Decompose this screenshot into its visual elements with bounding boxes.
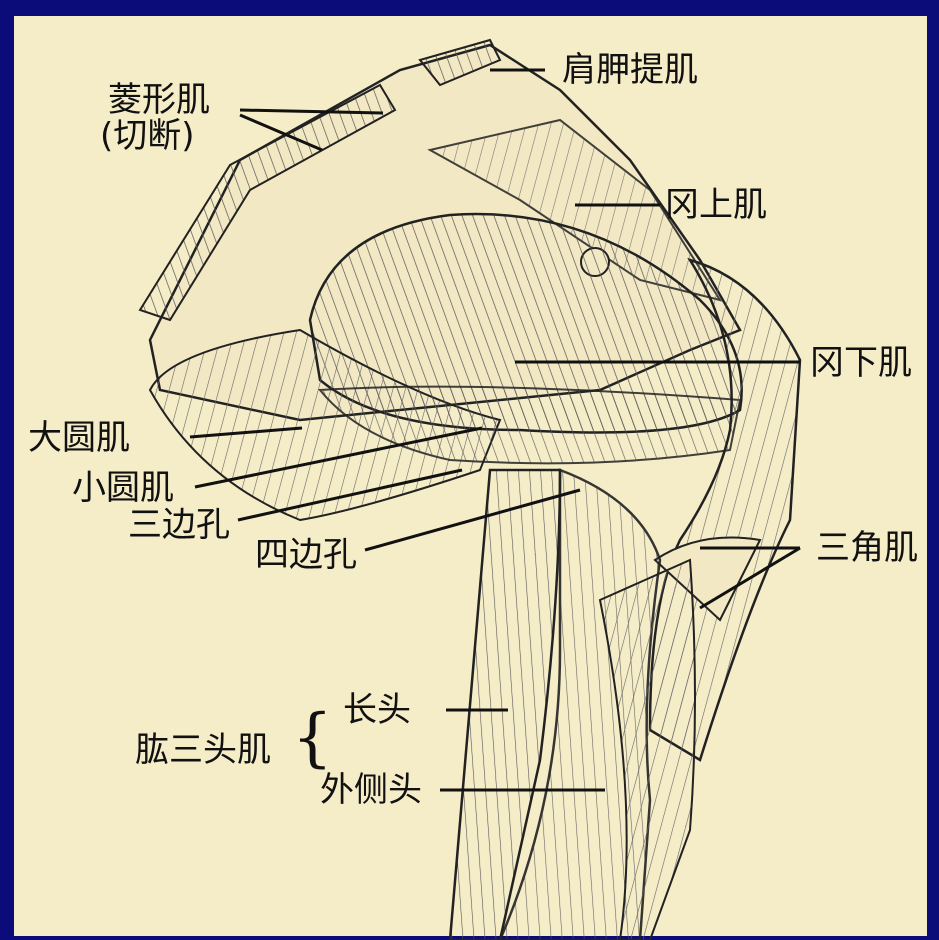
label-teres-minor: 小圆肌	[72, 470, 174, 506]
label-infraspinatus: 冈下肌	[810, 345, 912, 381]
label-triangular-space: 三边孔	[128, 507, 230, 543]
label-triceps: 肱三头肌	[135, 732, 271, 768]
label-lateral-head: 外侧头	[320, 772, 422, 808]
label-levator-scapulae: 肩胛提肌	[562, 52, 698, 88]
brace-icon: {	[292, 706, 333, 770]
label-deltoid: 三角肌	[816, 530, 918, 566]
label-rhomboid: 菱形肌	[108, 82, 210, 118]
label-quadrangular-space: 四边孔	[255, 537, 357, 573]
label-long-head: 长头	[343, 692, 411, 728]
label-supraspinatus: 冈上肌	[665, 187, 767, 223]
label-teres-major: 大圆肌	[28, 420, 130, 456]
label-rhomboid-cut: (切断)	[100, 118, 195, 154]
